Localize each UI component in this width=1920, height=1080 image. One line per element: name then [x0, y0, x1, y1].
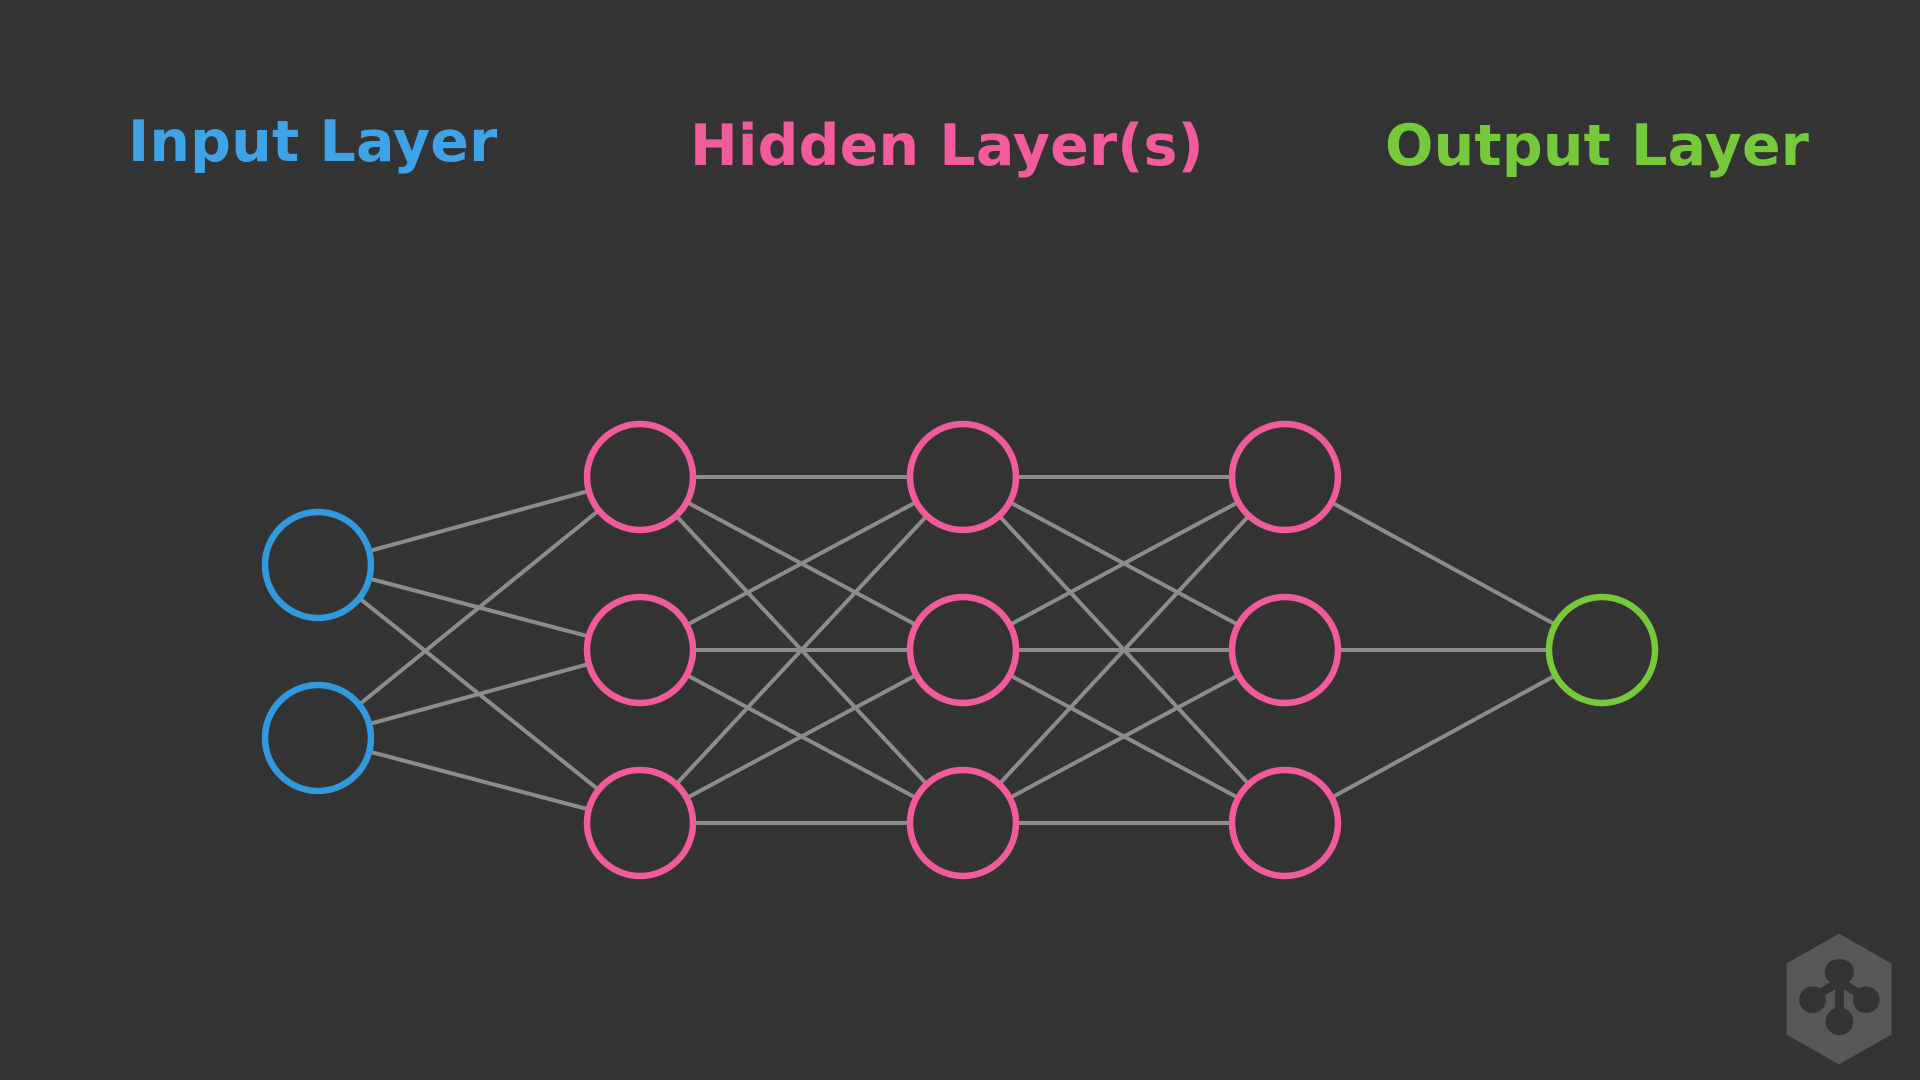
neuron-hidden-l2-n1	[906, 593, 1020, 707]
neuron-input-l0-n1	[261, 681, 375, 795]
branching-glyph-icon	[1799, 959, 1880, 1036]
edge-l2n2-to-l3n0	[997, 513, 1251, 787]
neuron-hidden-l3-n0	[1228, 420, 1342, 534]
neuron-hidden-l1-n2	[583, 766, 697, 880]
neuron-hidden-l1-n0	[583, 420, 697, 534]
edge-l1n1-to-l2n0	[684, 500, 919, 627]
neuron-hidden-l2-n0	[906, 420, 1020, 534]
label-input-layer: Input Layer	[128, 109, 498, 175]
edge-l1n2-to-l2n0	[674, 513, 929, 787]
connection-edges	[357, 475, 1558, 825]
label-hidden-layer: Hidden Layer(s)	[690, 113, 1204, 179]
edge-l0n1-to-l1n2	[367, 749, 591, 812]
neuron-hidden-l3-n2	[1228, 766, 1342, 880]
edge-l0n1-to-l1n0	[357, 508, 601, 707]
edge-l1n2-to-l2n1	[684, 673, 919, 800]
neuron-hidden-l1-n1	[583, 593, 697, 707]
neuron-input-l0-n0	[261, 508, 375, 622]
edge-l2n1-to-l3n0	[1007, 500, 1241, 627]
neuron-nodes	[261, 420, 1659, 880]
neuron-hidden-l3-n1	[1228, 593, 1342, 707]
edge-l3n0-to-l4n0	[1329, 500, 1558, 627]
edge-l0n0-to-l1n0	[367, 488, 591, 554]
neuron-hidden-l2-n2	[906, 766, 1020, 880]
treehouse-logo-watermark	[1786, 933, 1892, 1065]
edge-l3n2-to-l4n0	[1329, 673, 1558, 800]
label-output-layer: Output Layer	[1385, 113, 1810, 179]
neuron-output-l4-n0	[1545, 593, 1659, 707]
edge-l2n2-to-l3n1	[1007, 673, 1241, 800]
edge-l0n1-to-l1n1	[367, 661, 591, 727]
